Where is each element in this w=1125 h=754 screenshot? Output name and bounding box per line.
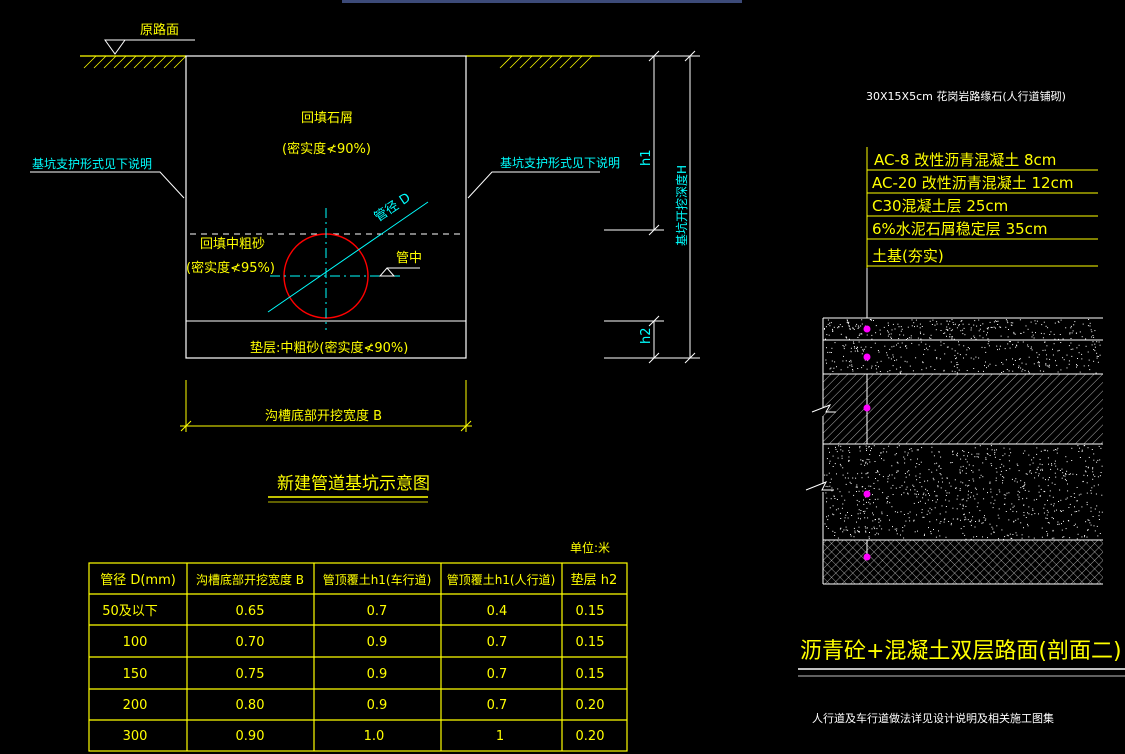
pavement-layer-3: C30混凝土层 25cm [872, 197, 1008, 215]
layer-marker-dot [863, 553, 871, 561]
table-cell: 1.0 [364, 729, 385, 744]
h1-label: h1 [639, 149, 654, 166]
support-right-label: 基坑支护形式见下说明 [500, 155, 620, 170]
table-header-cover-walk: 管顶覆土h1(人行道) [447, 572, 556, 587]
width-dimension [180, 380, 472, 432]
cushion-label: 垫层:中粗砂(密实度≮90%) [250, 340, 408, 356]
table-header-cover-road: 管顶覆土h1(车行道) [323, 572, 432, 587]
support-left-label: 基坑支护形式见下说明 [32, 156, 152, 171]
support-right-leader [467, 171, 600, 199]
trench-outline [185, 55, 467, 359]
trench-title: 新建管道基坑示意图 [277, 474, 430, 494]
layer-marker-dot [863, 353, 871, 361]
ground-label: 原路面 [140, 22, 179, 38]
table-cell: 0.7 [487, 635, 508, 650]
pavement-layer-2: AC-20 改性沥青混凝土 12cm [872, 174, 1073, 192]
ground-hatch [83, 55, 593, 69]
table-cell: 0.9 [367, 635, 388, 650]
table-unit-label: 单位:米 [570, 540, 610, 555]
table-cell: 0.4 [487, 604, 508, 619]
table-cell: 0.20 [576, 729, 605, 744]
table-cell: 0.90 [236, 729, 265, 744]
pavement-layer-4: 6%水泥石屑稳定层 35cm [872, 220, 1048, 238]
pipe-diameter-line [267, 201, 429, 313]
table-cell: 0.7 [367, 604, 388, 619]
table-cell: 150 [123, 667, 148, 682]
pavement-top-note: 30X15X5cm 花岗岩路缘石(人行道铺砌) [866, 89, 1066, 103]
support-left-leader [30, 171, 185, 199]
table-cell: 0.80 [236, 698, 265, 713]
backfill-compaction-label: (密实度≮90%) [282, 141, 371, 157]
pavement-bottom-note: 人行道及车行道做法详见设计说明及相关施工图集 [812, 711, 1054, 725]
layer-marker-dot [863, 404, 871, 412]
layer-subgrade [823, 540, 1103, 584]
table-cell: 0.7 [487, 667, 508, 682]
pipe-center-label: 管中 [396, 251, 422, 266]
pavement-section: 30X15X5cm 花岗岩路缘石(人行道铺砌) AC-8 改性沥青混凝土 8cm… [798, 89, 1125, 725]
h2-label: h2 [639, 327, 654, 344]
table-cell: 100 [123, 635, 148, 650]
table-cell: 0.9 [367, 667, 388, 682]
table-cell: 0.65 [236, 604, 265, 619]
aggregate-speckles [824, 319, 1103, 540]
table-cell: 50及以下 [102, 604, 158, 619]
table-header-cushion: 垫层 h2 [571, 572, 618, 588]
layer-marker-dot [863, 325, 871, 333]
table-cell: 0.70 [236, 635, 265, 650]
vertical-dimensions [600, 50, 700, 364]
ground-level-marker [104, 39, 126, 55]
width-label: 沟槽底部开挖宽度 B [265, 408, 382, 424]
sand-compaction-label: (密实度≮95%) [186, 260, 275, 276]
top-bar [342, 0, 742, 3]
table-cell: 300 [123, 729, 148, 744]
pipe-diameter-label: 管径 D [372, 190, 414, 225]
table-cell: 0.7 [487, 698, 508, 713]
break-mark-upper [811, 404, 836, 413]
pavement-layer-5: 土基(夯实) [872, 247, 944, 265]
break-mark-lower [805, 481, 834, 491]
pavement-layer-1: AC-8 改性沥青混凝土 8cm [874, 151, 1056, 169]
pipe-center-marker [378, 267, 396, 277]
table-cell: 1 [496, 729, 504, 744]
layer-marker-dot [863, 490, 871, 498]
table-cell: 200 [123, 698, 148, 713]
layer-ac8 [823, 318, 1103, 340]
table-cell: 0.15 [576, 667, 605, 682]
table-header-width: 沟槽底部开挖宽度 B [196, 572, 304, 587]
table-cell: 0.15 [576, 604, 605, 619]
pipe-spec-table: 单位:米 管径 D(mm) 沟槽底部开挖宽度 B 管顶覆土h1(车行道) 管顶覆… [88, 540, 628, 752]
table-cell: 0.75 [236, 667, 265, 682]
pavement-title: 沥青砼+混凝土双层路面(剖面二) [800, 639, 1122, 664]
sand-label: 回填中粗砂 [200, 237, 265, 252]
table-cell: 0.15 [576, 635, 605, 650]
depth-label: 基坑开挖深度H [674, 165, 689, 246]
backfill-label: 回填石屑 [301, 111, 353, 126]
table-header-diameter: 管径 D(mm) [100, 573, 176, 588]
trench-diagram: 原路面 回填石屑 (密实度≮90%) 基坑支护形式见下说明 基坑支护形式见下说明… [30, 22, 700, 503]
table-cell: 0.20 [576, 698, 605, 713]
table-cell: 0.9 [367, 698, 388, 713]
